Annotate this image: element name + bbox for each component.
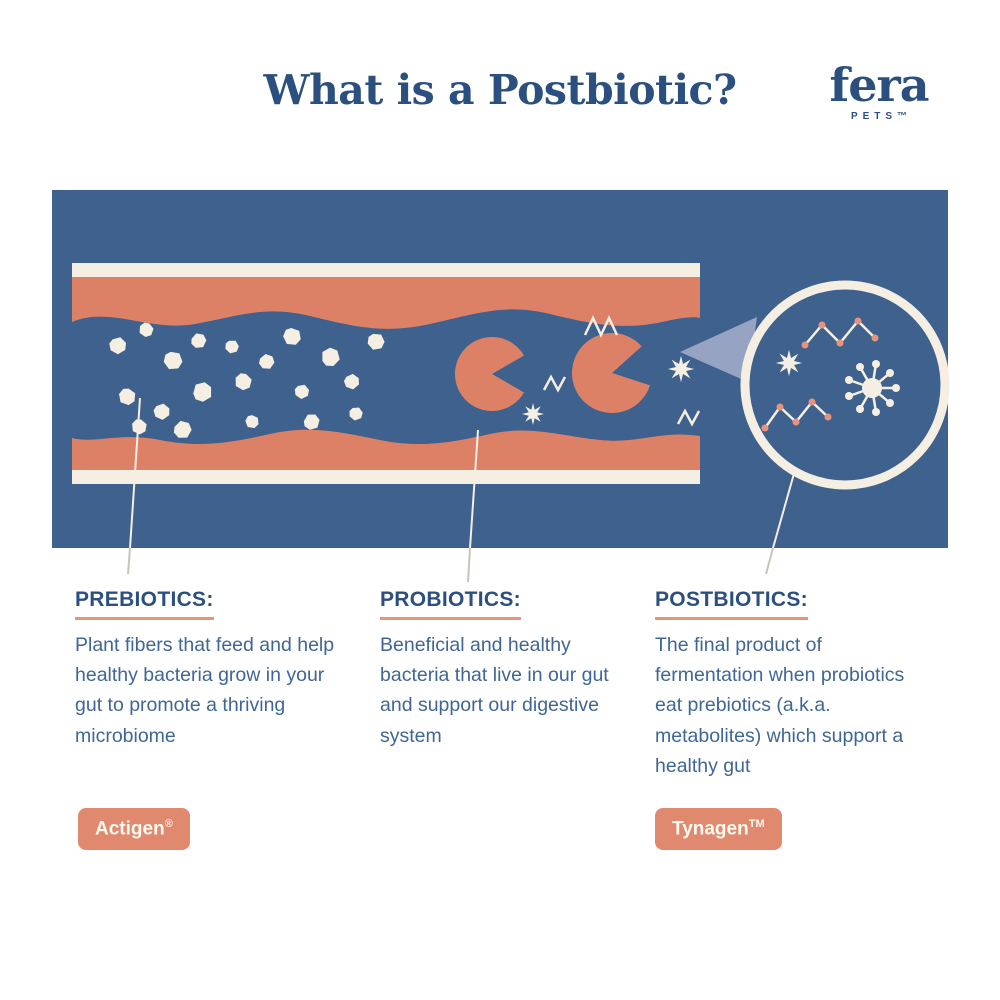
starburst-icon xyxy=(775,349,803,377)
probiotics-description: Beneficial and healthy bacteria that liv… xyxy=(380,634,609,747)
prebiotics-description: Plant fibers that feed and help healthy … xyxy=(75,634,335,747)
postbiotics-section: POSTBIOTICS: The final product of fermen… xyxy=(655,588,933,781)
pointer-lines xyxy=(127,397,796,583)
gut-tube xyxy=(72,263,700,484)
probiotics-heading: PROBIOTICS: xyxy=(380,588,521,620)
pointer-line xyxy=(467,547,471,583)
actigen-label: Actigen xyxy=(95,818,165,840)
probiotics-section: PROBIOTICS: Beneficial and healthy bacte… xyxy=(380,588,628,751)
pointer-line xyxy=(129,397,141,549)
actigen-trademark: ® xyxy=(164,818,173,830)
pointer-line xyxy=(469,429,479,549)
pointer-line xyxy=(765,547,774,575)
postbiotics-description: The final product of fermentation when p… xyxy=(655,634,905,777)
postbiotic-magnifier xyxy=(740,280,950,490)
metabolite-cluster-icon xyxy=(845,360,900,416)
starburst-icon xyxy=(667,355,695,383)
tynagen-trademark: TM xyxy=(748,818,765,830)
brand-name: fera xyxy=(829,58,929,112)
prebiotics-heading: PREBIOTICS: xyxy=(75,588,214,620)
pointer-line xyxy=(127,547,131,575)
magnifier-beam xyxy=(680,317,757,382)
tynagen-badge: TynagenTM xyxy=(655,808,782,851)
postbiotics-heading: POSTBIOTICS: xyxy=(655,588,808,620)
tynagen-label: Tynagen xyxy=(672,818,749,840)
prebiotics-section: PREBIOTICS: Plant fibers that feed and h… xyxy=(75,588,343,751)
brand-tagline: PETS™ xyxy=(850,111,913,122)
probiotic-bacteria xyxy=(454,333,651,413)
actigen-badge: Actigen® xyxy=(78,808,190,851)
starburst-icon xyxy=(522,403,544,425)
brand-logo: fera PETS™ xyxy=(824,62,934,122)
metabolite-sparks xyxy=(522,315,701,427)
postbiotic-molecules xyxy=(761,317,900,432)
pointer-line xyxy=(772,469,796,549)
page-title: What is a Postbiotic? xyxy=(263,66,737,114)
